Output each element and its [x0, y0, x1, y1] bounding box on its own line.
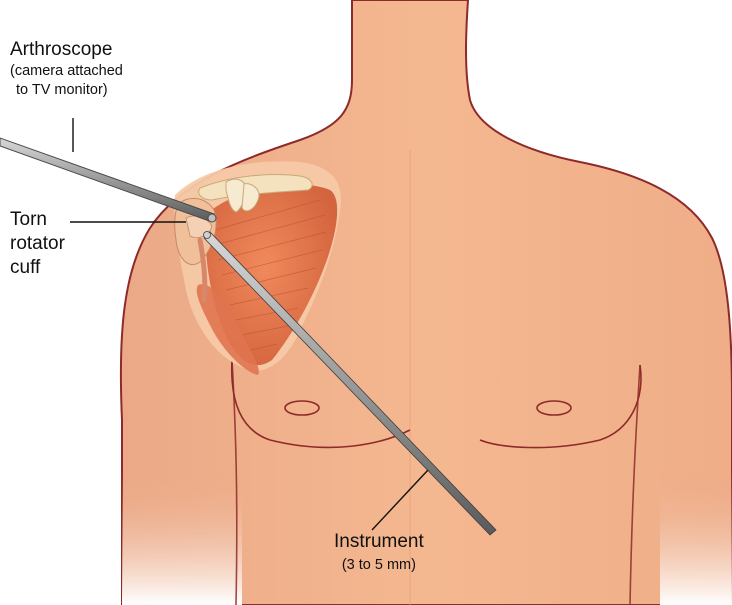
instrument-size: (3 to 5 mm) — [334, 558, 424, 574]
instrument-label: Instrument (3 to 5 mm) — [334, 532, 424, 574]
left-nipple — [285, 401, 319, 415]
arm-fade — [122, 470, 242, 605]
arm-fade-right — [660, 470, 732, 605]
arthroscope-note-line1: (camera attached — [10, 64, 123, 80]
arthroscope-title: Arthroscope — [10, 40, 123, 61]
arthroscope-label: Arthroscope (camera attached to TV monit… — [10, 40, 123, 99]
instrument-tip — [204, 232, 211, 239]
torn-cuff-line3: cuff — [10, 256, 65, 280]
right-nipple — [537, 401, 571, 415]
instrument-title: Instrument — [334, 532, 424, 553]
torn-rotator-cuff-label: Torn rotator cuff — [10, 208, 65, 280]
torn-cuff-line1: Torn — [10, 208, 65, 232]
torn-cuff-line2: rotator — [10, 232, 65, 256]
arthroscope-note-line2: to TV monitor) — [10, 83, 123, 99]
arthroscope-tip — [208, 214, 216, 222]
